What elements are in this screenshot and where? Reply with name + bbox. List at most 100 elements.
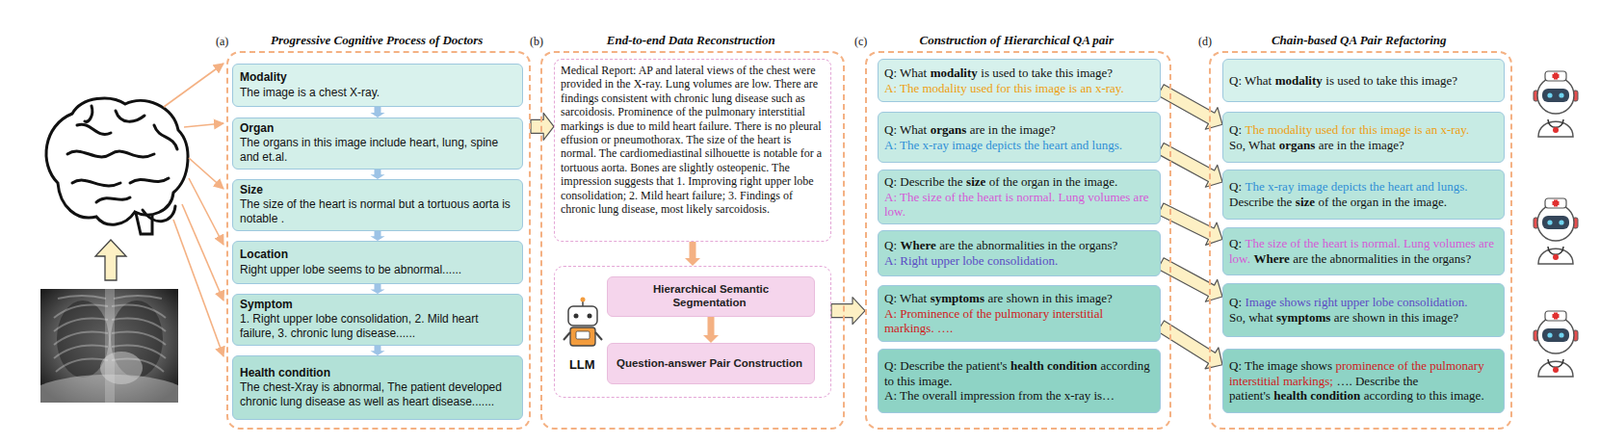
text-line: Location (239, 247, 516, 263)
box-text: Question-answer Pair Construction (616, 357, 803, 369)
leader-line (188, 178, 224, 245)
step-box: SizeThe size of the heart is normal but … (232, 179, 524, 232)
text-line: Modality (239, 70, 516, 85)
text-line: Q: Describe the patient'shealth conditio… (884, 358, 1155, 389)
box-text: The modality used for this image is an x… (1245, 122, 1470, 137)
box-text: are shown in this image? (1334, 310, 1459, 325)
text-line: Q: Whatsymptomsare shown in this image? (884, 290, 1155, 307)
text-line: A: The x-ray image depicts the heart and… (884, 137, 1155, 154)
block-arrow (1157, 84, 1223, 131)
panel-letter: (a) (215, 34, 229, 50)
text-line: The chest-Xray is abnormal, The patient … (239, 380, 516, 410)
panel-letter: (d) (1198, 34, 1212, 50)
text-line: Right upper lobe seems to be abnormal...… (239, 262, 516, 278)
box-text: Q: (1229, 236, 1242, 251)
box-text: LLM (569, 357, 596, 372)
block-arrow (831, 297, 866, 325)
text-line: 1. Right upper lobe consolidation, 2. Mi… (239, 312, 516, 341)
box-text: A: The size of the heart is normal. Lung… (884, 189, 1150, 220)
box-text: The chest-Xray is abnormal, The patient … (239, 380, 502, 409)
leader-line (173, 219, 224, 357)
text-line: Chain-based QA Pair Refactoring (1210, 32, 1511, 49)
text-line: Question-answer Pair Construction (613, 357, 809, 371)
box-text: A: The x-ray image depicts the heart and… (884, 137, 1123, 153)
box-text: size (1295, 194, 1315, 210)
flow-arrow (370, 106, 386, 118)
box-text: Medical Report: AP and lateral views of … (560, 63, 822, 216)
box-text: Q: Describe the (884, 174, 964, 189)
text-line: Health condition (239, 366, 516, 381)
qa-box: Q: The image showsprominence of the pulm… (1222, 348, 1505, 414)
box-heading: Location (239, 247, 289, 262)
box-text: Where (1253, 251, 1289, 266)
box-text: size (966, 174, 986, 189)
qa-box: Q: Whatorgansare in the image?A: The x-r… (877, 111, 1161, 163)
box-text: organs (930, 122, 968, 137)
up-arrow (95, 239, 127, 281)
step-box: LocationRight upper lobe seems to be abn… (232, 240, 524, 285)
qa-box: Q: Whatsymptomsare shown in this image?A… (877, 285, 1161, 342)
box-text: of the organ in the image. (1318, 194, 1447, 210)
flow-arrow (370, 284, 386, 294)
report-box: Medical Report: AP and lateral views of … (553, 58, 832, 242)
text-line: Symptom (239, 297, 516, 313)
step-box: OrganThe organs in this image include he… (232, 117, 524, 170)
qa-box: Q: Whatmodalityis used to take this imag… (1222, 58, 1505, 103)
text-line: Describe thesizeof the organ in the imag… (1229, 194, 1498, 210)
box-text: Q: The image shows (1229, 358, 1333, 373)
block-arrow (1157, 203, 1223, 245)
box-heading: Health condition (239, 366, 331, 380)
text-line: Q: The image showsprominence of the pulm… (1229, 358, 1498, 404)
box-text: Q: (1229, 294, 1242, 310)
box-text: is used to take this image? (980, 65, 1113, 80)
block-arrow (1157, 142, 1223, 187)
text-line: Q:The modality used for this image is an… (1229, 122, 1498, 138)
leader-line (163, 63, 224, 107)
box-text: A: Prominence of the pulmonary interstit… (884, 306, 1103, 337)
doctor-robot-icon (1533, 71, 1578, 137)
block-arrow (530, 112, 554, 140)
qa-box: Q:The modality used for this image is an… (1222, 111, 1505, 163)
doctor-robot-icon (1533, 311, 1578, 377)
text-line: So, Whatorgansare in the image? (1229, 137, 1498, 154)
process-box: Hierarchical Semantic Segmentation (606, 276, 815, 317)
leader-line (182, 204, 224, 301)
box-text: are in the image? (970, 122, 1056, 137)
box-text: health condition (1273, 388, 1361, 403)
box-text: So, What (1229, 137, 1276, 153)
panel-frame: Chain-based QA Pair RefactoringQ: Whatmo… (1208, 51, 1513, 430)
box-heading: Size (239, 183, 263, 197)
panel-frame: End-to-end Data ReconstructionMedical Re… (540, 51, 845, 430)
text-line: Size (239, 183, 516, 198)
text-line: A: Prominence of the pulmonary interstit… (884, 306, 1155, 337)
llm-robot-icon (563, 297, 603, 347)
box-text: Right upper lobe seems to be abnormal...… (239, 262, 462, 277)
panel-title: Progressive Cognitive Process of Doctors (270, 32, 483, 48)
box-text: are the abnormalities in the organs? (1292, 251, 1471, 266)
flow-arrow (370, 169, 386, 180)
text-line: The size of the heart is normal but a to… (239, 197, 516, 227)
step-box: Health conditionThe chest-Xray is abnorm… (232, 355, 524, 420)
box-text: Q: Describe the patient's (884, 358, 1008, 373)
box-text: A: The overall impression from the x-ray… (884, 388, 1115, 403)
panel-frame: Progressive Cognitive Process of Doctors… (226, 51, 531, 430)
text-line: Q:Whereare the abnormalities in the orga… (884, 237, 1155, 254)
text-line: A: The modality used for this image is a… (884, 80, 1155, 97)
text-line: Q: Whatorgansare in the image? (884, 122, 1155, 138)
box-text: symptoms (930, 290, 985, 306)
panel-letter: (c) (854, 34, 867, 50)
box-text: are the abnormalities in the organs? (939, 237, 1118, 253)
box-text: The organs in this image include heart, … (239, 135, 499, 164)
qa-box: Q: Whatmodalityis used to take this imag… (877, 58, 1161, 103)
box-text: Q: What (884, 290, 927, 306)
panel-frame: Construction of Hierarchical QA pairQ: W… (865, 51, 1172, 430)
box-text: Image shows right upper lobe consolidati… (1245, 294, 1469, 310)
box-text: modality (1275, 73, 1323, 88)
text-line: Organ (239, 121, 516, 136)
box-text: Q: (1229, 179, 1242, 194)
box-text: Q: What (884, 65, 927, 80)
box-text: Q: (1229, 122, 1242, 137)
text-line: The organs in this image include heart, … (239, 135, 516, 165)
